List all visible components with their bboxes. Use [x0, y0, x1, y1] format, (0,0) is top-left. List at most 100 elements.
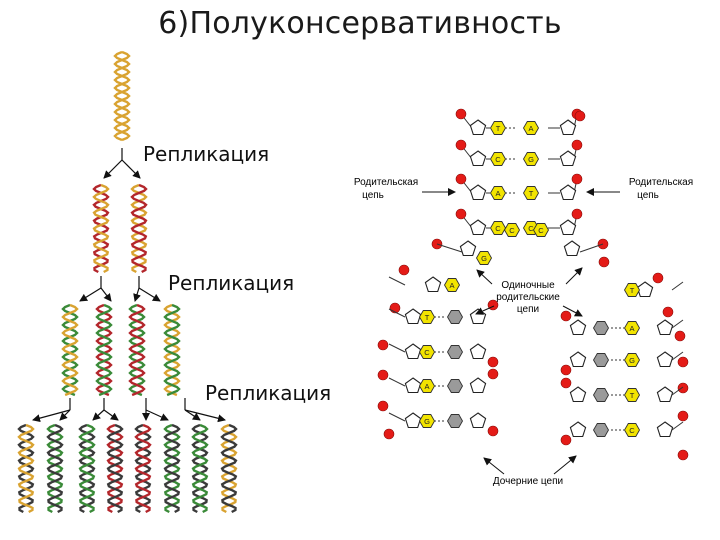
- base-right-parent-2: A: [623, 321, 641, 335]
- base-left-new-1: [446, 310, 464, 324]
- svg-text:T: T: [425, 313, 430, 322]
- base-left-new-2: [446, 345, 464, 359]
- phosphate-left-branch-3: [377, 339, 389, 351]
- phosphate-fork-right-2: [598, 256, 610, 268]
- replication-label-3: Репликация: [205, 381, 332, 405]
- base-top-left-1: T: [489, 121, 507, 135]
- svg-text:C: C: [528, 224, 534, 233]
- gen3-helix-5: [134, 423, 152, 514]
- phosphate-top-right-2: [571, 139, 583, 151]
- callout-arrow-single-right: [565, 267, 583, 285]
- sugar-right-new-1: [569, 319, 587, 336]
- phosphate-right-branch-4: [677, 356, 689, 368]
- sugar-left-parent-2: [404, 308, 422, 325]
- base-top-left-4: C: [489, 221, 507, 235]
- gen3-helix-1: [17, 423, 35, 514]
- gen3-helix-8: [220, 423, 238, 514]
- arrow-fork-3b: [92, 398, 119, 421]
- sugar-right-new-4: [569, 421, 587, 438]
- callouts: Родительская цепь Родительская цепь Один…: [354, 177, 693, 487]
- svg-text:T: T: [630, 286, 635, 295]
- parent-strand-left-label: Родительская: [354, 177, 418, 188]
- base-right-parent-4: T: [623, 388, 641, 402]
- svg-text:A: A: [629, 324, 634, 333]
- gen1-helix-right: [130, 183, 148, 274]
- slide-title: 6)Полуконсервативность: [158, 6, 562, 41]
- svg-text:G: G: [481, 254, 487, 263]
- phosphate-top-left-3: [455, 173, 467, 185]
- sugar-left-parent-3: [404, 343, 422, 360]
- single-strands-label-3: цепи: [517, 304, 539, 315]
- sugar-right-parent-2: [656, 319, 674, 336]
- svg-text:C: C: [424, 348, 430, 357]
- replication-arrows: [32, 148, 226, 423]
- phosphate-left-new-4: [487, 425, 499, 437]
- sugar-left-new-2: [469, 343, 487, 360]
- sugar-right-parent-4: [656, 386, 674, 403]
- replication-label-1: Репликация: [143, 142, 270, 166]
- phosphate-left-branch-1: [398, 264, 410, 276]
- sugar-top-right-2: [559, 150, 577, 167]
- sugar-left-parent-1: [424, 276, 442, 293]
- base-top-left-2: C: [489, 152, 507, 166]
- single-strands-label: Одиночные: [501, 280, 555, 291]
- helix-tree: [17, 50, 238, 514]
- phosphate-right-branch-1: [652, 272, 664, 284]
- phosphate-left-new-3: [487, 368, 499, 380]
- phosphate-right-branch-5: [677, 382, 689, 394]
- phosphate-top-right-4: [571, 208, 583, 220]
- phosphate-top-right-3: [571, 173, 583, 185]
- svg-text:C: C: [629, 426, 635, 435]
- base-left-parent-4: A: [418, 379, 436, 393]
- sugar-left-new-3: [469, 377, 487, 394]
- sugar-right-parent-3: [656, 351, 674, 368]
- base-left-parent-2: T: [418, 310, 436, 324]
- base-top-right-1: A: [522, 121, 540, 135]
- sugar-right-new-2: [569, 351, 587, 368]
- base-fork-3: C: [532, 223, 550, 237]
- svg-text:C: C: [495, 155, 501, 164]
- sugar-top-left-2: [469, 150, 487, 167]
- base-fork-1: G: [475, 251, 493, 265]
- svg-text:T: T: [630, 391, 635, 400]
- parent-strand-left-label-2: цепь: [362, 190, 384, 201]
- phosphate-right-branch-2: [662, 306, 674, 318]
- sugar-top-left-4: [469, 219, 487, 236]
- svg-text:G: G: [424, 417, 430, 426]
- sugar-top-left-3: [469, 184, 487, 201]
- base-right-parent-1: T: [623, 283, 641, 297]
- gen3-helix-3: [78, 423, 96, 514]
- parent-helix: [113, 50, 131, 142]
- sugar-right-parent-1: [636, 281, 654, 298]
- phosphate-left-new-2: [487, 356, 499, 368]
- base-right-parent-3: G: [623, 353, 641, 367]
- sugar-fork-left: [459, 240, 477, 257]
- svg-text:C: C: [509, 226, 515, 235]
- svg-text:A: A: [449, 281, 454, 290]
- phosphate-top-left-4: [455, 208, 467, 220]
- base-left-parent-3: C: [418, 345, 436, 359]
- base-left-parent-1: A: [443, 278, 461, 292]
- base-right-new-3: [592, 388, 610, 402]
- callout-arrow-single-left-2: [475, 305, 495, 315]
- sugar-right-parent-5: [656, 421, 674, 438]
- phosphate-right-new-2: [560, 364, 572, 376]
- base-left-new-3: [446, 379, 464, 393]
- gen2-helix-2: [95, 303, 113, 397]
- svg-text:T: T: [529, 189, 534, 198]
- base-top-left-3: A: [489, 186, 507, 200]
- base-right-new-2: [592, 353, 610, 367]
- daughter-strands-label: Дочерние цепи: [493, 476, 563, 487]
- callout-arrow-daughter-right: [553, 455, 577, 475]
- phosphate-top-left-1: [455, 108, 467, 120]
- arrow-fork-3d: [184, 398, 226, 423]
- sugar-left-new-4: [469, 412, 487, 429]
- gen3-helix-7: [191, 423, 209, 514]
- phosphate-left-branch-5: [377, 400, 389, 412]
- phosphate-right-branch-6: [677, 410, 689, 422]
- sugar-top-right-3: [559, 184, 577, 201]
- sugar-left-parent-5: [404, 412, 422, 429]
- phosphate-top-left-2: [455, 139, 467, 151]
- phosphate-right-new-1: [560, 310, 572, 322]
